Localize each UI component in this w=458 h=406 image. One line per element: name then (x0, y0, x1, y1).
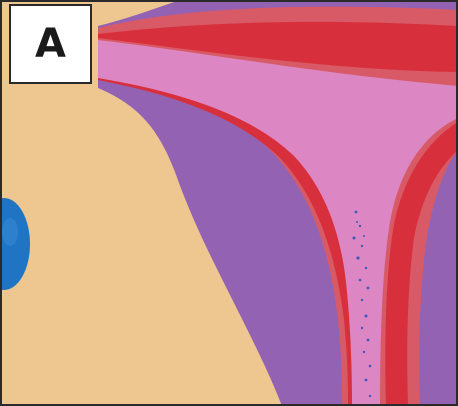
panel-label-box: A (9, 4, 92, 84)
panel-label: A (35, 24, 66, 64)
